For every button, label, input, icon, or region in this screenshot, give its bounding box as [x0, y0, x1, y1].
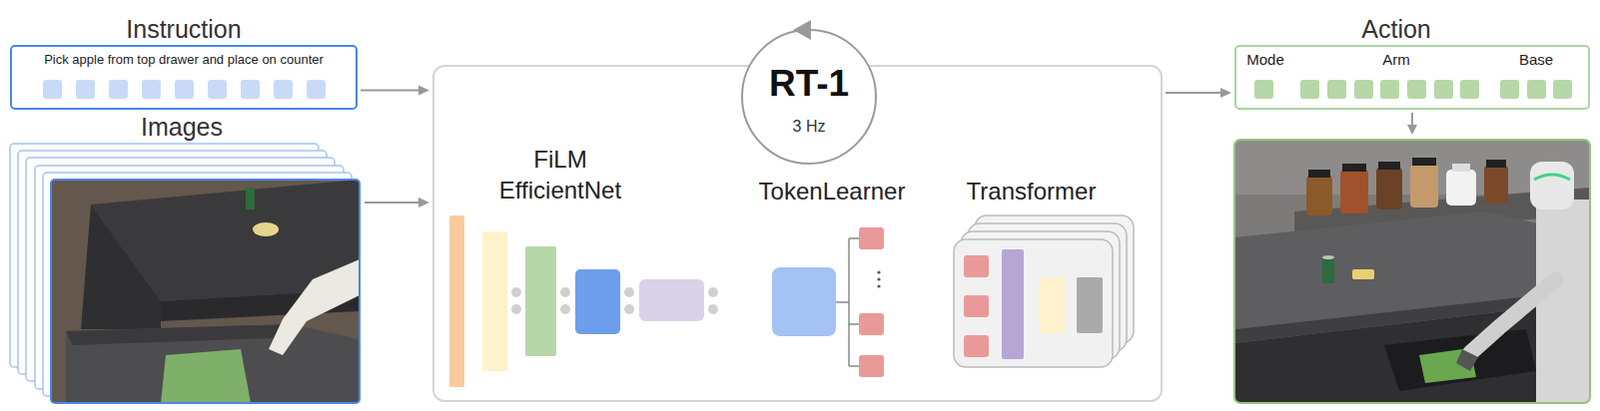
transformer-node: Transformer — [933, 175, 1129, 386]
action-tokens — [1254, 79, 1573, 99]
action-group-label: Mode — [1246, 49, 1285, 70]
component-label: Transformer — [966, 175, 1097, 207]
flow-arrow — [364, 197, 430, 208]
component-label: FiLM EfficientNet — [475, 143, 646, 206]
component-label: TokenLearner — [759, 175, 906, 207]
action-group-label: Arm — [1382, 49, 1411, 70]
efficientnet-node: FiLM EfficientNet — [444, 143, 712, 394]
efficientnet-layers — [449, 215, 719, 388]
section-heading: Instruction — [125, 13, 241, 44]
tokenlearner-node: TokenLearner — [747, 175, 917, 386]
model-name: RT-1 — [769, 62, 849, 105]
flow-arrow — [1165, 87, 1232, 98]
arrowhead — [418, 197, 430, 208]
image-stack-node: Images — [9, 142, 362, 404]
rt1-model-box: RT-1 3 Hz FiLM EfficientNetTokenLearner Tra… — [432, 64, 1163, 403]
action-group-label: Base — [1519, 49, 1554, 70]
arrowhead — [1220, 87, 1232, 98]
instruction-box: InstructionPick apple from top drawer an… — [9, 44, 358, 110]
control-rate: 3 Hz — [793, 116, 826, 137]
tokenlearner-block — [772, 227, 884, 378]
transformer-block — [953, 215, 1134, 368]
arrowhead — [418, 85, 430, 96]
rt1-circle: RT-1 3 Hz — [741, 28, 877, 165]
robot-photo — [1234, 139, 1591, 404]
execute-arrow — [1407, 112, 1418, 135]
flow-arrow — [360, 85, 430, 96]
section-heading: Action — [1361, 13, 1431, 44]
section-heading: Images — [140, 111, 223, 142]
camera-image — [50, 179, 360, 404]
instruction-tokens — [42, 79, 326, 99]
instruction-text: Pick apple from top drawer and place on … — [43, 50, 324, 69]
action-box: ActionModeArmBase — [1234, 44, 1591, 110]
